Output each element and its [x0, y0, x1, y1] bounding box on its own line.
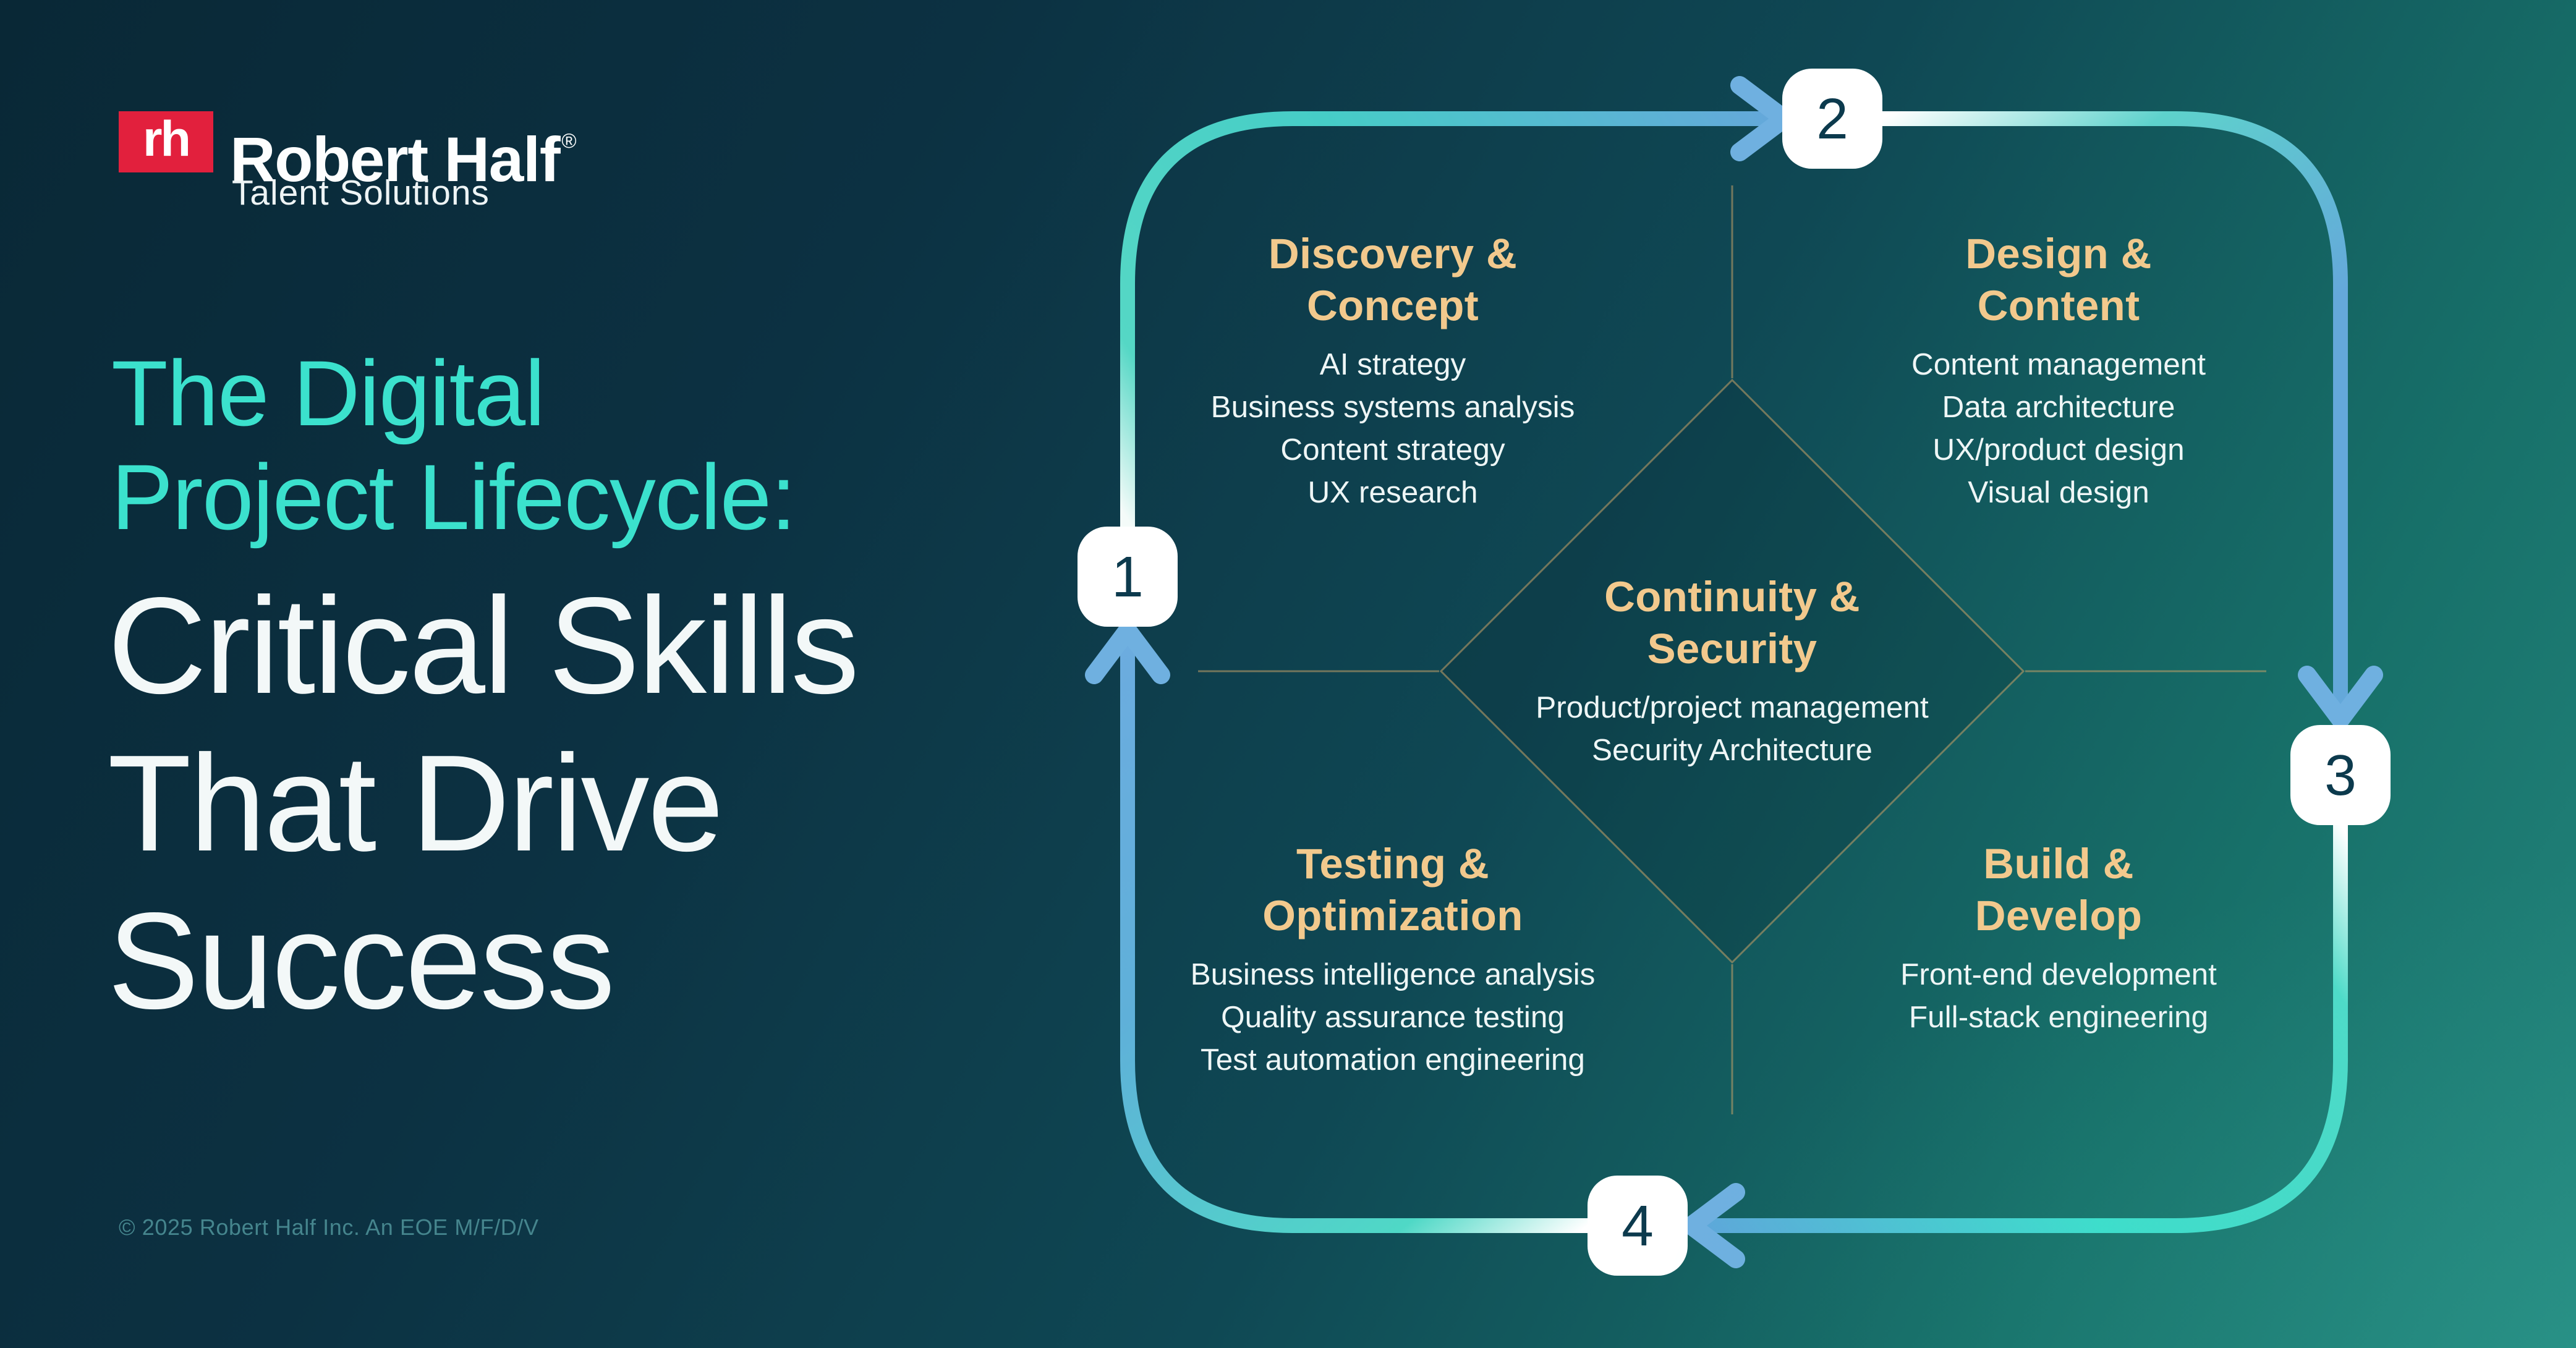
testing-skill-list: Business intelligence analysis Quality a…: [1059, 953, 1727, 1081]
quadrant-design-content: Design & Content Content management Data…: [1725, 228, 2392, 514]
list-item: Business intelligence analysis: [1190, 957, 1596, 991]
registered-mark: ®: [561, 129, 576, 152]
quadrant-testing-optimization: Testing & Optimization Business intellig…: [1059, 838, 1727, 1081]
list-item: UX research: [1307, 475, 1478, 509]
build-title-line-2: Develop: [1975, 892, 2143, 939]
quadrant-build-develop: Build & Develop Front-end development Fu…: [1725, 838, 2392, 1038]
title-line-3: Success: [108, 884, 615, 1038]
badge-step-1: 1: [1078, 527, 1178, 627]
list-item: AI strategy: [1319, 347, 1466, 381]
list-item: Full-stack engineering: [1908, 1000, 2209, 1034]
list-item: Test automation engineering: [1201, 1043, 1585, 1077]
eyebrow-line-1: The Digital: [111, 341, 545, 445]
arrowhead-into-3-icon: [2298, 666, 2383, 729]
badge-step-3: 3: [2290, 725, 2391, 825]
center-skill-list: Product/project management Security Arch…: [1361, 686, 2103, 771]
discovery-skill-list: AI strategy Business systems analysis Co…: [1059, 343, 1727, 514]
discovery-title-line-1: Discovery &: [1268, 230, 1518, 278]
badge-4-number: 4: [1622, 1193, 1654, 1258]
badge-3-number: 3: [2324, 743, 2357, 807]
list-item: Content management: [1911, 347, 2206, 381]
center-title-line-2: Security: [1647, 625, 1817, 672]
design-title-line-2: Content: [1977, 282, 2140, 329]
cycle-path-1-to-2: [1120, 111, 1840, 584]
headline-eyebrow: The Digital Project Lifecycle:: [111, 341, 796, 549]
testing-title-line-1: Testing &: [1296, 840, 1489, 888]
list-item: Business systems analysis: [1210, 390, 1575, 424]
list-item: Front-end development: [1900, 957, 2217, 991]
badge-2-number: 2: [1816, 87, 1848, 151]
design-skill-list: Content management Data architecture UX/…: [1725, 343, 2392, 514]
cycle-path-3-to-4: [1630, 768, 2348, 1233]
build-title-line-1: Build &: [1983, 840, 2134, 888]
list-item: Product/project management: [1536, 690, 1929, 724]
diamond-outline: [1198, 185, 2266, 1114]
copyright-eoe-note: © 2025 Robert Half Inc. An EOE M/F/D/V: [119, 1214, 539, 1240]
design-title-line-1: Design &: [1965, 230, 2152, 278]
quadrant-discovery-concept: Discovery & Concept AI strategy Business…: [1059, 228, 1727, 514]
title-line-2: That Drive: [108, 727, 724, 880]
badge-step-4: 4: [1588, 1176, 1688, 1276]
list-item: Data architecture: [1942, 390, 2175, 424]
list-item: Visual design: [1968, 475, 2149, 509]
center-title-line-1: Continuity &: [1604, 573, 1860, 621]
eyebrow-line-2: Project Lifecycle:: [111, 445, 796, 549]
step-badges: 1 2 3 4: [1078, 69, 2391, 1276]
list-item: Security Architecture: [1592, 733, 1872, 767]
badge-step-2: 2: [1782, 69, 1882, 169]
list-item: Quality assurance testing: [1221, 1000, 1565, 1034]
arrowhead-into-1-icon: [1085, 621, 1170, 684]
title-line-1: Critical Skills: [108, 569, 859, 723]
list-item: Content strategy: [1280, 433, 1505, 467]
build-skill-list: Front-end development Full-stack enginee…: [1725, 953, 2392, 1038]
cycle-path-4-to-1: [1120, 569, 1645, 1233]
page-title: Critical Skills That Drive Success: [108, 567, 859, 1040]
rh-logo-letters: rh: [143, 111, 191, 167]
arrowhead-into-4-icon: [1682, 1183, 1745, 1268]
list-item: UX/product design: [1932, 433, 2185, 467]
rh-logo-mark: rh: [119, 111, 213, 172]
cycle-path-2-to-3: [1825, 111, 2348, 782]
testing-title-line-2: Optimization: [1262, 892, 1523, 939]
center-continuity-security: Continuity & Security Product/project ma…: [1361, 571, 2103, 771]
discovery-title-line-2: Concept: [1306, 282, 1479, 329]
brand-division: Talent Solutions: [232, 173, 490, 213]
badge-1-number: 1: [1112, 545, 1144, 609]
brand-name: Robert Half®: [230, 124, 576, 195]
